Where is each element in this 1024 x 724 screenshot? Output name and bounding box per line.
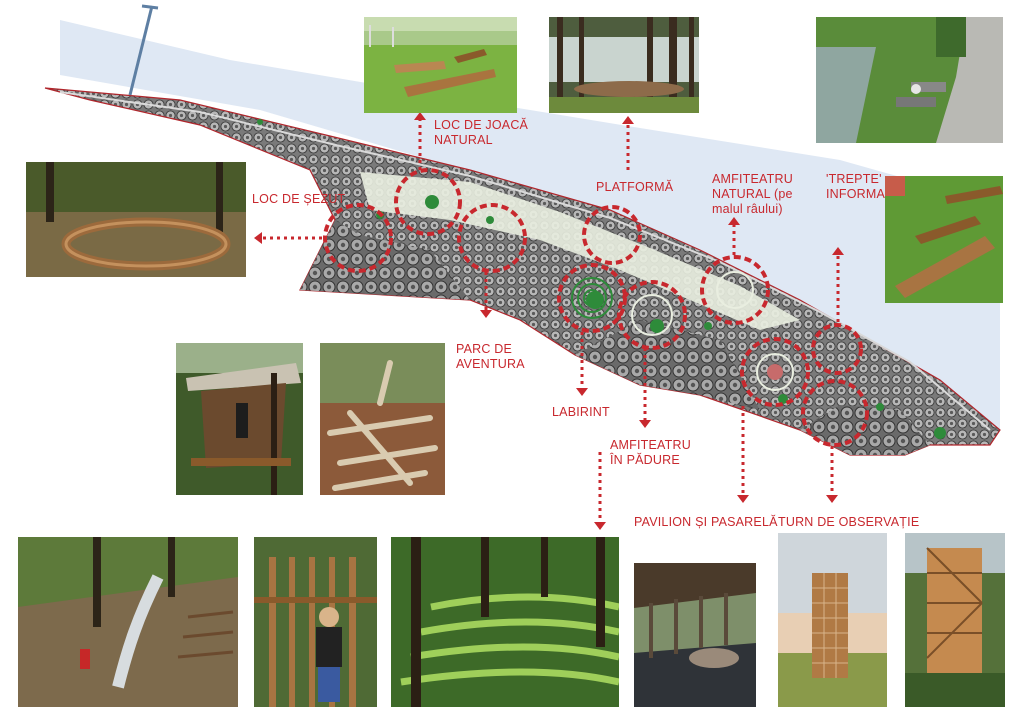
label-trepte: 'TREPTE' INFORMALE bbox=[826, 172, 901, 201]
circle-loc-sezut bbox=[323, 203, 393, 273]
photo-tower-1 bbox=[778, 533, 887, 707]
photo-circular-bench bbox=[26, 162, 246, 277]
amphitheatre-rings bbox=[631, 271, 794, 391]
label-loc-sezut: LOC DE ȘEZUT bbox=[252, 192, 346, 206]
photo-informal-steps bbox=[885, 176, 1003, 303]
circle-parc-aventura bbox=[457, 203, 527, 273]
tree-cluster bbox=[800, 405, 930, 455]
circle-loc-joaca bbox=[394, 168, 462, 236]
label-amfiteatru-natural: AMFITEATRU NATURAL (pe malul râului) bbox=[712, 172, 793, 216]
label-amfiteatru-padure: AMFITEATRU ÎN PĂDURE bbox=[610, 438, 691, 467]
photo-forest-amphitheatre bbox=[391, 537, 619, 707]
photo-slide bbox=[18, 537, 238, 707]
photo-treehouse bbox=[176, 343, 303, 495]
tree-cluster bbox=[575, 320, 760, 410]
label-turn: TURN DE OBSERVAȚIE bbox=[778, 515, 920, 529]
circle-pavilion bbox=[740, 337, 810, 407]
circle-trepte bbox=[811, 323, 863, 375]
circle-amfiteatru-padure bbox=[617, 280, 687, 350]
photo-platform bbox=[549, 17, 699, 113]
photo-riverside-seating bbox=[816, 17, 1003, 143]
label-labirint: LABIRINT bbox=[552, 405, 610, 419]
label-loc-joaca: LOC DE JOACĂ NATURAL bbox=[434, 118, 529, 147]
photo-pavilion bbox=[634, 563, 756, 707]
sign-pole bbox=[128, 5, 154, 96]
path-line bbox=[59, 91, 991, 431]
photo-natural-playground bbox=[364, 17, 517, 113]
labyrinth-rings bbox=[571, 277, 613, 319]
label-pavilion: PAVILION ȘI PASARELĂ bbox=[634, 515, 778, 529]
photo-wood-maze bbox=[254, 537, 377, 707]
circle-turn bbox=[801, 379, 869, 447]
label-parc-aventura: PARC DE AVENTURA bbox=[456, 342, 525, 371]
circle-platforma bbox=[582, 205, 642, 265]
circle-amfiteatru-natural bbox=[700, 255, 770, 325]
label-platforma: PLATFORMĂ bbox=[596, 180, 674, 194]
photo-tower-2 bbox=[905, 533, 1005, 707]
photo-log-climbing bbox=[320, 343, 445, 495]
